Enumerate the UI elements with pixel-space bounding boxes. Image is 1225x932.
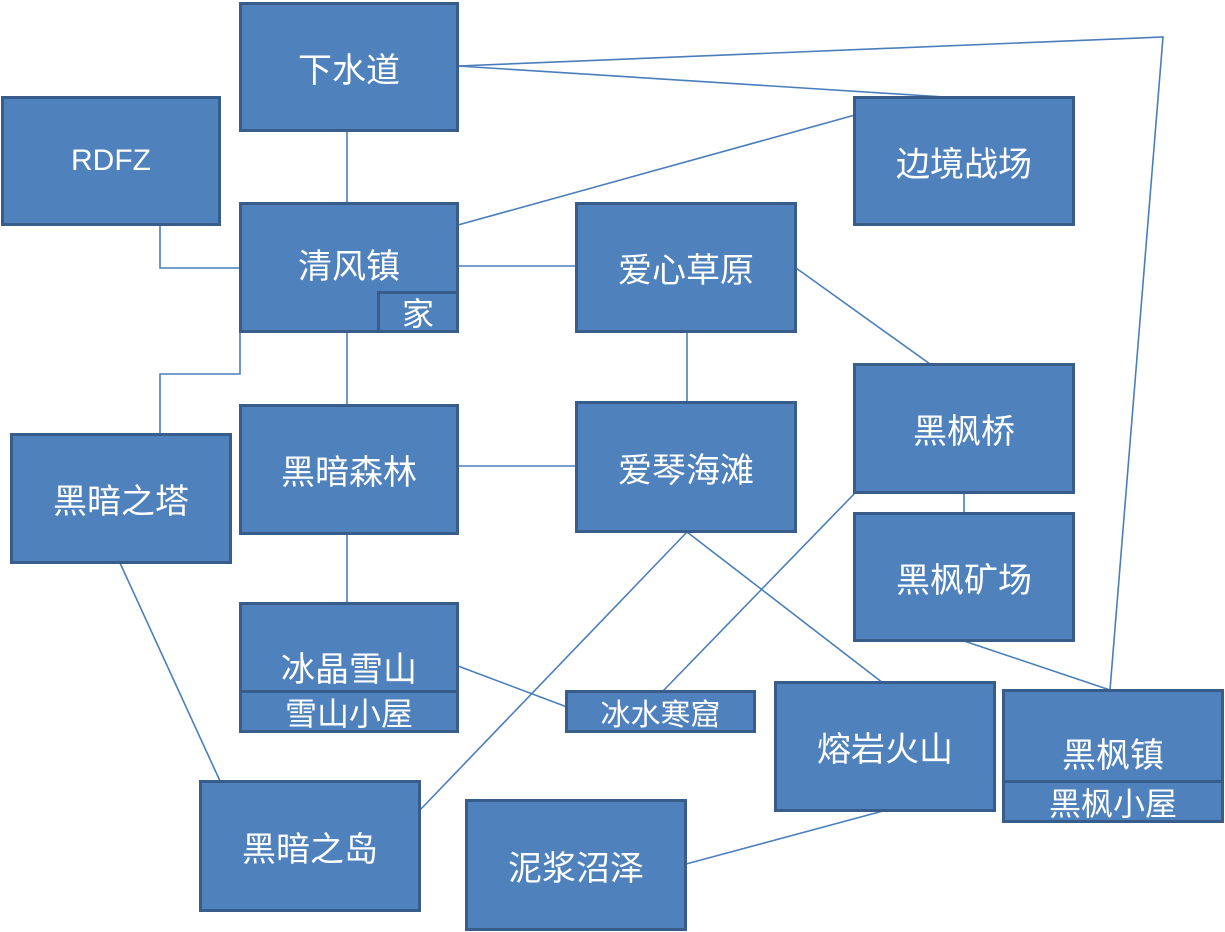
node-ice-crystal-mountain[interactable]: 冰晶雪山 — [239, 602, 459, 694]
node-label: 冰晶雪山 — [281, 649, 417, 690]
node-label: 下水道 — [298, 50, 400, 91]
node-black-maple-cabin[interactable]: 黑枫小屋 — [1002, 780, 1224, 823]
link-bridge-icecave — [662, 492, 856, 692]
node-label: 泥浆沼泽 — [508, 848, 644, 889]
node-label: 黑枫矿场 — [896, 560, 1032, 601]
link-mine-blackmaple-town — [963, 640, 1111, 691]
node-dark-island[interactable]: 黑暗之岛 — [199, 780, 421, 912]
node-home[interactable]: 家 — [377, 291, 459, 333]
node-label: 黑暗之岛 — [242, 829, 378, 870]
node-border-battlefield[interactable]: 边境战场 — [853, 96, 1075, 226]
node-label: 冰水寒窟 — [600, 697, 721, 733]
node-ice-water-cave[interactable]: 冰水寒窟 — [565, 690, 756, 733]
node-label: 黑枫镇 — [1062, 735, 1164, 776]
link-aixin-bridge — [795, 267, 931, 365]
node-label: 家 — [401, 295, 434, 333]
node-black-maple-town[interactable]: 黑枫镇 — [1002, 689, 1224, 785]
node-label: 熔岩火山 — [817, 730, 953, 770]
node-label: 黑暗森林 — [281, 453, 417, 493]
link-icecrystal-icecave — [457, 665, 568, 708]
node-label: RDFZ — [71, 144, 151, 177]
link-aiqin-darkisland — [419, 531, 688, 811]
link-lava-mud — [685, 810, 884, 865]
node-label: 黑枫桥 — [913, 412, 1015, 452]
node-dark-forest[interactable]: 黑暗森林 — [239, 404, 459, 535]
node-label: 黑枫小屋 — [1048, 784, 1177, 823]
node-aixin-grassland[interactable]: 爱心草原 — [575, 202, 797, 333]
node-dark-tower[interactable]: 黑暗之塔 — [10, 433, 232, 564]
node-sewer[interactable]: 下水道 — [239, 2, 459, 132]
node-label: 雪山小屋 — [284, 694, 413, 733]
node-black-maple-mine[interactable]: 黑枫矿场 — [853, 512, 1075, 642]
link-qingfeng-darktower — [159, 312, 241, 434]
node-label: 黑暗之塔 — [53, 482, 189, 522]
link-sewer-border — [457, 65, 961, 99]
link-darktower-darkisland — [119, 562, 221, 782]
node-lava-volcano[interactable]: 熔岩火山 — [774, 681, 996, 812]
link-aiqin-lava — [686, 531, 884, 684]
node-label: 清风镇 — [298, 247, 400, 287]
link-rdfz-qingfeng — [159, 226, 240, 269]
node-black-maple-bridge[interactable]: 黑枫桥 — [853, 363, 1075, 494]
link-qingfeng-border — [457, 114, 856, 226]
node-mud-swamp[interactable]: 泥浆沼泽 — [465, 799, 687, 931]
node-snow-mountain-cabin[interactable]: 雪山小屋 — [239, 690, 459, 733]
node-aiqin-beach[interactable]: 爱琴海滩 — [575, 401, 797, 533]
node-rdfz[interactable]: RDFZ — [1, 96, 221, 226]
node-label: 爱心草原 — [618, 251, 754, 291]
node-label: 边境战场 — [896, 144, 1032, 185]
node-label: 爱琴海滩 — [618, 450, 754, 491]
link-sewer-blackmaple-town — [457, 36, 1164, 691]
